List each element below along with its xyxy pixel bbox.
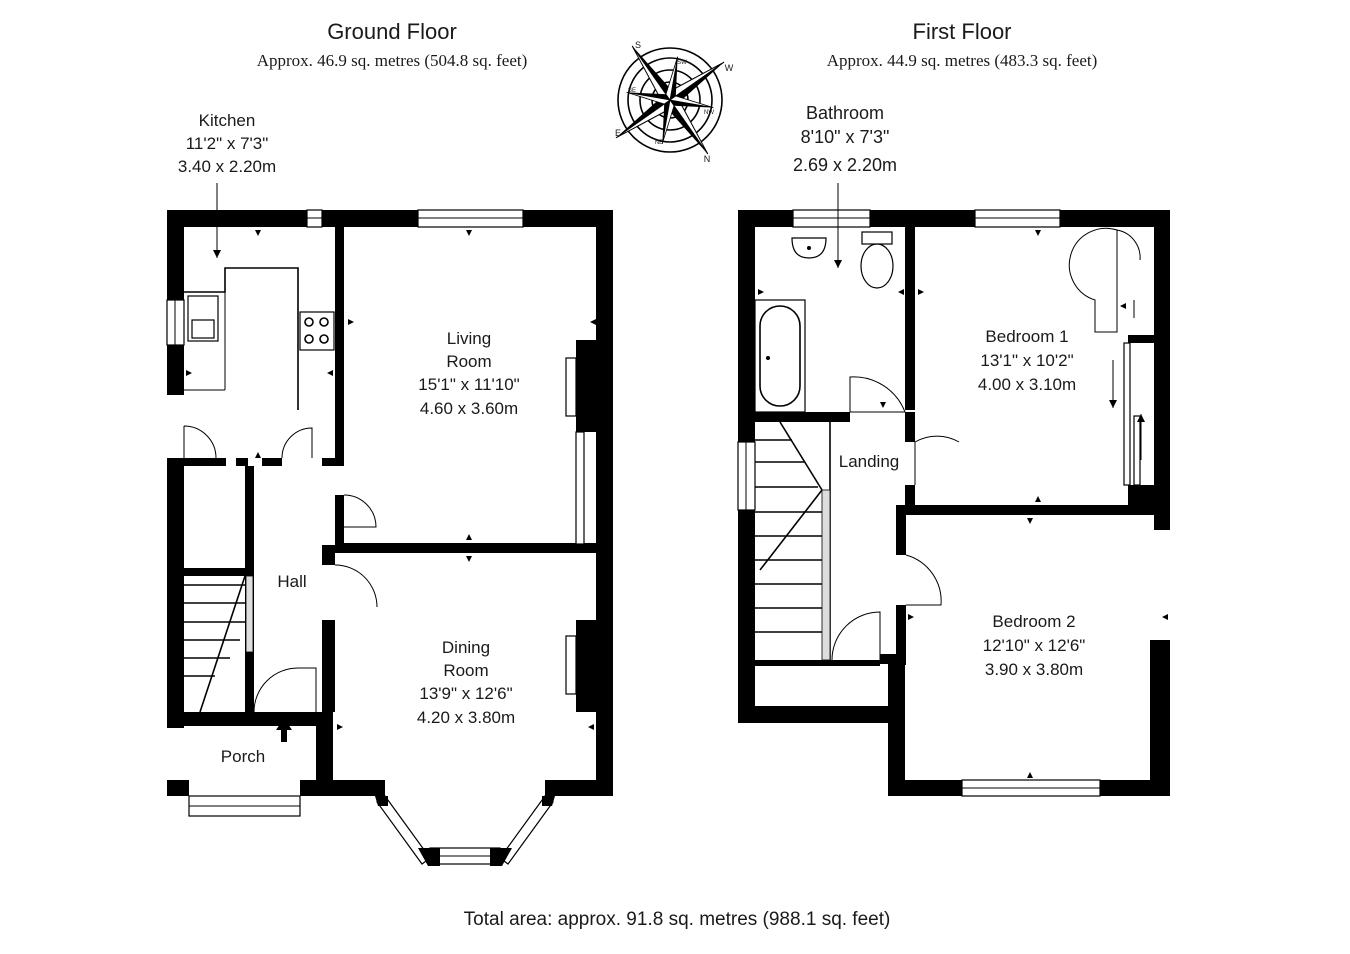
bedroom1-metric: 4.00 x 3.10m bbox=[978, 375, 1076, 394]
living-room-label-1: Living bbox=[447, 329, 491, 348]
total-area: Total area: approx. 91.8 sq. metres (988… bbox=[464, 909, 891, 930]
measurement-ticks bbox=[186, 230, 1168, 778]
ground-floor-plan bbox=[166, 209, 613, 866]
first-staircase bbox=[755, 421, 831, 661]
compass-label-w: W bbox=[725, 63, 734, 73]
dining-room-metric: 4.20 x 3.80m bbox=[417, 708, 515, 727]
bedroom1-imperial: 13'1" x 10'2" bbox=[980, 351, 1073, 370]
first-floor-plan bbox=[737, 209, 1170, 797]
bedroom2-metric: 3.90 x 3.80m bbox=[985, 660, 1083, 679]
compass-label-e: E bbox=[615, 128, 621, 138]
first-floor-area: Approx. 44.9 sq. metres (483.3 sq. feet) bbox=[827, 51, 1098, 70]
bedroom1-label: Bedroom 1 bbox=[985, 327, 1068, 346]
kitchen-label: Kitchen bbox=[199, 111, 256, 130]
kitchen-metric: 3.40 x 2.20m bbox=[178, 157, 276, 176]
compass-rose-icon: S SW W NW N NE E SE bbox=[615, 40, 734, 164]
dining-room-label-2: Room bbox=[443, 661, 488, 680]
bedroom2-label: Bedroom 2 bbox=[992, 612, 1075, 631]
living-room-metric: 4.60 x 3.60m bbox=[420, 399, 518, 418]
living-room-label-2: Room bbox=[446, 352, 491, 371]
first-floor-title: First Floor bbox=[913, 19, 1012, 44]
hall-label: Hall bbox=[277, 572, 306, 591]
ground-floor-title: Ground Floor bbox=[327, 19, 457, 44]
ground-floor-area: Approx. 46.9 sq. metres (504.8 sq. feet) bbox=[257, 51, 528, 70]
kitchen-imperial: 11'2" x 7'3" bbox=[186, 134, 269, 153]
porch-label: Porch bbox=[221, 747, 265, 766]
bathroom-label: Bathroom bbox=[806, 103, 884, 123]
ground-staircase bbox=[184, 575, 254, 713]
dining-room-label-1: Dining bbox=[442, 638, 490, 657]
living-room-imperial: 15'1" x 11'10" bbox=[418, 375, 519, 394]
dining-room-imperial: 13'9" x 12'6" bbox=[419, 684, 512, 703]
compass-label-s: S bbox=[635, 40, 641, 50]
compass-label-se: SE bbox=[628, 88, 636, 94]
bathroom-imperial: 8'10" x 7'3" bbox=[801, 127, 890, 147]
compass-label-n: N bbox=[704, 154, 711, 164]
compass-label-sw: SW bbox=[677, 60, 687, 66]
bedroom2-imperial: 12'10" x 12'6" bbox=[983, 636, 1086, 655]
bathroom-metric: 2.69 x 2.20m bbox=[793, 155, 897, 175]
landing-label: Landing bbox=[839, 452, 900, 471]
compass-label-ne: NE bbox=[655, 140, 663, 146]
compass-label-nw: NW bbox=[704, 110, 714, 116]
